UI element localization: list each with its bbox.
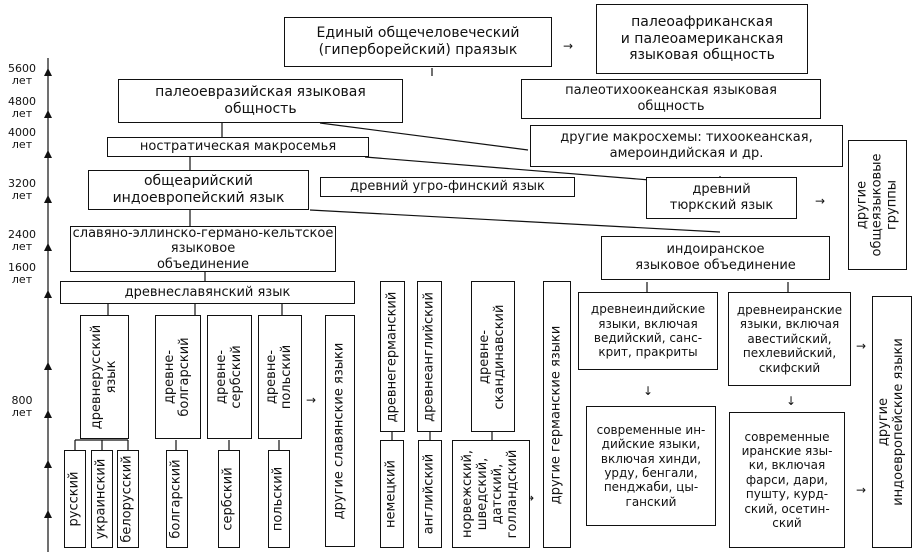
node-modern-indic: современные ин- дийские языки, включая х… <box>586 406 716 526</box>
node-english: английский <box>418 440 442 548</box>
node-old-polish-label: древне- польский <box>264 344 294 410</box>
node-other-slavic-label: другие славянские языки <box>331 342 347 520</box>
node-old-russian: древнерусский язык <box>80 315 129 439</box>
timeline-label-1600: 1600 лет <box>8 261 36 286</box>
node-belarusian: белорусский <box>117 450 139 548</box>
node-proto-language: Единый общечеловеческий (гиперборейский)… <box>284 17 552 67</box>
node-old-polish: древне- польский <box>258 315 302 439</box>
timeline-label-4800: 4800 лет <box>8 95 36 120</box>
node-proto-indo-european: общеарийский индоевропейский язык <box>88 170 309 210</box>
timeline-label-4000: 4000 лет <box>8 126 36 151</box>
node-other-germanic-label: другие германские языки <box>548 325 564 504</box>
node-old-bulgarian: древне- болгарский <box>155 315 201 439</box>
node-old-serbian-label: древне- сербский <box>213 345 244 409</box>
node-paleoafrican: палеоафриканская и палеоамериканская язы… <box>596 4 808 74</box>
node-ugro-finnic: древний угро-финский язык <box>320 177 575 197</box>
node-ukrainian-label: украинский <box>93 458 109 540</box>
node-indo-iranian: индоиранское языковое объединение <box>601 236 830 280</box>
node-english-label: английский <box>421 453 437 535</box>
node-slavo-hellenic-germanic-celtic: славяно-эллинско-германо-кельтское языко… <box>70 226 336 272</box>
arrow-right: → <box>856 339 867 353</box>
node-turkic: древний тюркский язык <box>646 177 797 219</box>
node-german: немецкий <box>380 440 404 548</box>
node-old-bulgarian-label: древне- болгарский <box>162 337 192 417</box>
node-old-english: древнеанглийский <box>417 281 442 432</box>
node-old-scandinavian: древне- скандинавский <box>471 281 515 432</box>
node-russian-label: русский <box>66 471 82 527</box>
arrow-right: → <box>856 483 867 497</box>
node-bulgarian: болгарский <box>166 450 188 548</box>
node-paleoeurasian: палеоевразийская языковая общность <box>118 79 403 123</box>
arrow-down: ↓ <box>786 394 797 408</box>
node-old-slavic: древнеславянский язык <box>60 281 355 304</box>
node-other-language-groups: другие общеязыковые группы <box>848 140 907 270</box>
node-serbian: сербский <box>218 450 240 548</box>
node-polish: польский <box>268 450 290 548</box>
arrow-right: → <box>306 393 317 407</box>
node-other-germanic: другие германские языки <box>543 281 571 548</box>
node-other-language-groups-label: другие общеязыковые группы <box>854 153 899 257</box>
node-modern-iranian: современные иранские язы- ки, включая фа… <box>729 412 845 548</box>
node-bulgarian-label: болгарский <box>168 459 184 539</box>
node-old-scandinavian-label: древне- скандинавский <box>477 304 507 409</box>
node-nostratic: ностратическая макросемья <box>107 137 369 157</box>
timeline-label-800: 800 лет <box>11 394 33 419</box>
node-old-germanic: древнегерманский <box>380 281 405 432</box>
node-russian: русский <box>64 450 86 548</box>
node-old-germanic-label: древнегерманский <box>384 291 400 422</box>
node-old-iranian: древнеиранские языки, включая авестийски… <box>728 292 851 386</box>
node-other-indo-european-label: другие индоевропейские языки <box>876 338 906 506</box>
node-old-serbian: древне- сербский <box>207 315 252 439</box>
node-german-label: немецкий <box>383 460 399 528</box>
node-old-indic: древнеиндийские языки, включая ведийский… <box>578 292 718 370</box>
timeline-label-2400: 2400 лет <box>8 228 36 253</box>
timeline-label-3200: 3200 лет <box>8 177 36 202</box>
node-serbian-label: сербский <box>220 467 236 531</box>
arrow-right: → <box>563 39 574 53</box>
node-polish-label: польский <box>270 466 286 532</box>
node-old-english-label: древнеанглийский <box>421 291 437 422</box>
node-ukrainian: украинский <box>91 450 113 548</box>
node-belarusian-label: белорусский <box>119 455 135 543</box>
node-paleopacific: палеотихоокеанская языковая общность <box>521 79 821 119</box>
node-other-indo-european: другие индоевропейские языки <box>872 296 912 548</box>
node-old-russian-label: древнерусский язык <box>88 324 119 430</box>
node-other-macroschemes: другие макросхемы: тихоокеанская, амерои… <box>530 125 843 167</box>
arrow-right: → <box>815 194 826 208</box>
arrow-down: ↓ <box>643 384 654 398</box>
node-nordic-label: норвежский, шведский, датский, голландск… <box>460 449 520 539</box>
node-nordic: норвежский, шведский, датский, голландск… <box>452 440 530 548</box>
node-other-slavic: другие славянские языки <box>325 315 355 547</box>
timeline-label-5600: 5600 лет <box>8 62 36 87</box>
